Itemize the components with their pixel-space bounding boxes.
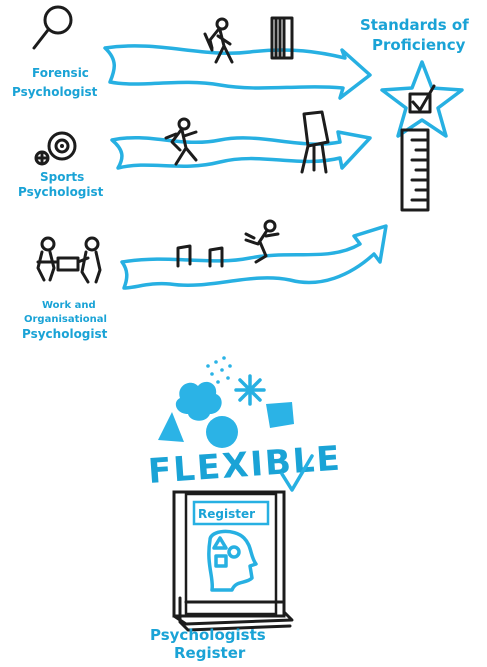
checkmark-icon	[280, 454, 314, 492]
standards-label-line1: Standards of	[360, 16, 469, 34]
target-icon	[34, 131, 77, 166]
running-person-icon	[164, 117, 198, 166]
walking-person-icon	[203, 17, 234, 64]
standards-label-line2: Proficiency	[372, 36, 466, 54]
forensic-label-line1: Forensic	[32, 66, 89, 80]
head-with-shapes-icon	[207, 529, 258, 592]
measuring-ruler-icon	[400, 128, 430, 212]
circle-shape-icon	[206, 416, 238, 448]
hurdles-icon	[176, 244, 224, 268]
forensic-label-line2: Psychologist	[12, 85, 98, 99]
sports-label-line2: Psychologist	[18, 185, 104, 199]
book-register-label: Register	[198, 507, 255, 521]
sports-label-line1: Sports	[40, 170, 84, 184]
cloud-shape-icon	[175, 381, 222, 421]
sports-pathway-arrow	[110, 130, 372, 170]
flip-chart-icon	[300, 110, 330, 174]
magnifying-glass-icon	[32, 5, 73, 50]
stack-of-books-icon	[270, 16, 294, 60]
register-caption-line1: Psychologists	[150, 626, 266, 644]
star-icon	[380, 60, 464, 138]
meeting-people-icon	[36, 236, 102, 284]
register-caption-line2: Register	[174, 644, 246, 662]
work-pathway-arrow	[120, 224, 388, 290]
sparkle-dots-icon	[206, 356, 232, 384]
checkbox-tick-icon	[408, 84, 436, 114]
asterisk-icon	[234, 374, 266, 406]
work-label-line1: Work and	[42, 300, 96, 311]
triangle-shape-icon	[158, 412, 184, 442]
forensic-pathway-arrow	[103, 44, 372, 100]
flexible-word: FLEXIBLE	[147, 439, 343, 492]
work-label-line3: Psychologist	[22, 327, 108, 341]
work-label-line2: Organisational	[24, 314, 107, 325]
jumping-runner-icon	[244, 219, 280, 264]
square-shape-icon	[266, 402, 294, 428]
